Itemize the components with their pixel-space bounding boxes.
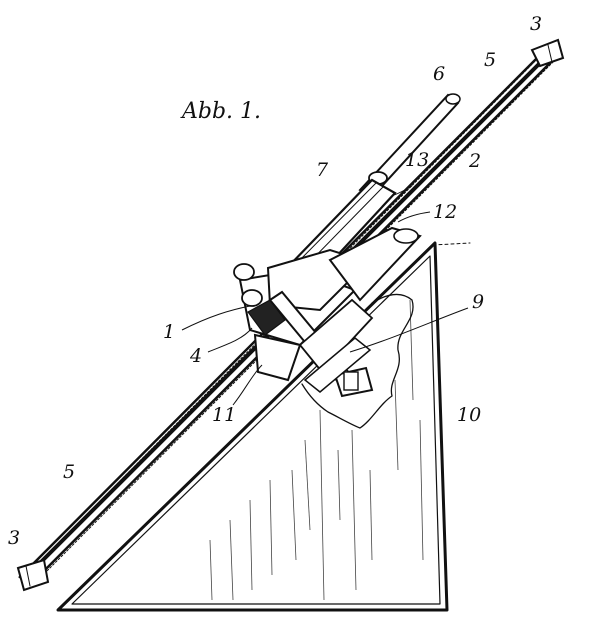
label-12: 12 [433,201,457,223]
label-7: 7 [316,159,329,181]
label-5-top: 5 [484,49,496,71]
label-10: 10 [457,404,481,426]
label-4: 4 [189,345,202,367]
label-2: 2 [468,150,481,172]
label-11: 11 [212,404,236,426]
label-3-bottom: 3 [8,527,20,549]
figure-caption: Abb. 1. [180,99,261,124]
triangle-support [56,241,471,612]
carriage-assembly [233,226,422,398]
label-13: 13 [405,149,429,171]
label-6: 6 [433,63,445,85]
label-1: 1 [163,321,175,343]
label-5-bottom: 5 [63,461,75,483]
leader-lines [181,185,469,406]
label-9: 9 [472,291,484,313]
label-3-top: 3 [530,13,542,35]
